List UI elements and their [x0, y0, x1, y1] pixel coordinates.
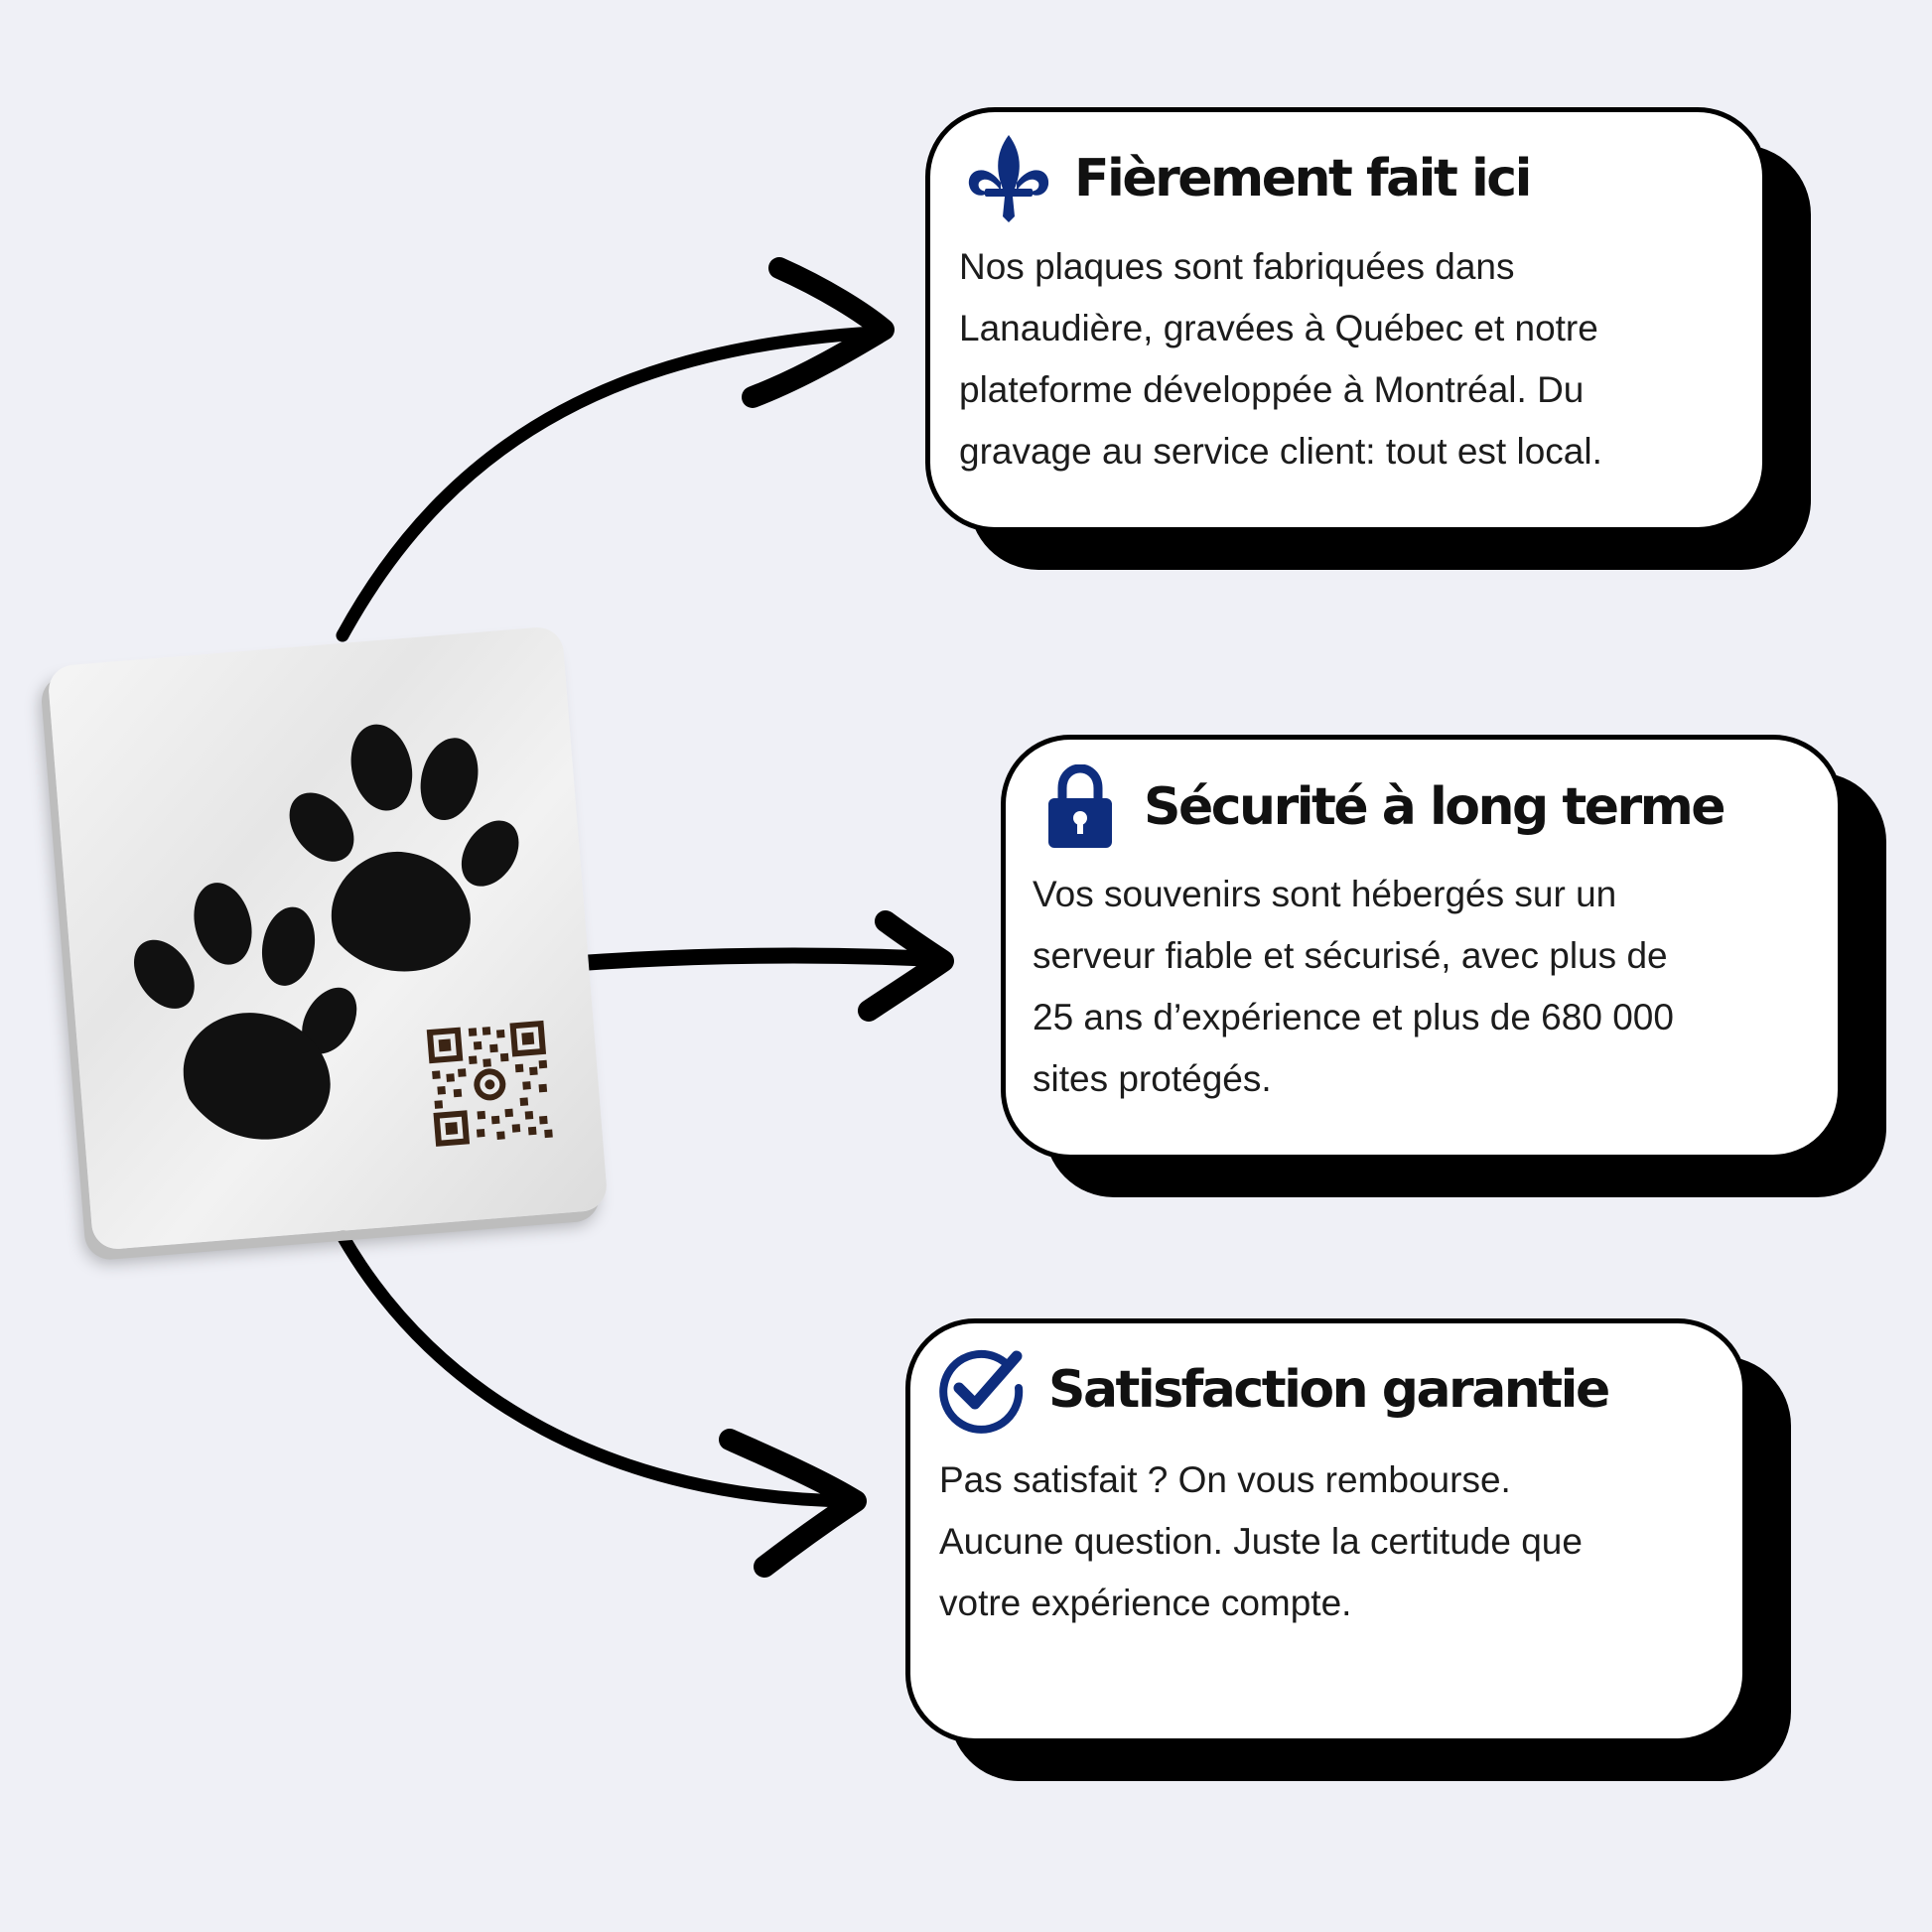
feature-card-security: Sécurité à long terme Vos souvenirs sont…: [1001, 735, 1886, 1197]
padlock-icon: [1044, 764, 1116, 850]
card-face: [1001, 735, 1843, 1160]
card-title: Fièrement fait ici: [1074, 149, 1532, 208]
card-text: Vos souvenirs sont hébergés sur un serve…: [1033, 874, 1674, 1099]
checkmark-circle-icon: [935, 1344, 1027, 1436]
feature-card-made-here: Fièrement fait ici Nos plaques sont fabr…: [925, 107, 1811, 570]
arrowhead-top: [742, 257, 895, 408]
card-text: Nos plaques sont fabriquées dans Lanaudi…: [959, 246, 1602, 472]
card-title: Satisfaction garantie: [1048, 1360, 1610, 1420]
fleur-de-lis-icon: [965, 133, 1052, 224]
arrow-to-satisfaction: [336, 1229, 861, 1508]
card-face: [925, 107, 1767, 532]
card-title: Sécurité à long terme: [1144, 777, 1726, 837]
feature-card-satisfaction: Satisfaction garantie Pas satisfait ? On…: [905, 1318, 1791, 1781]
arrowhead-middle: [858, 910, 954, 1022]
pet-plaque: [47, 625, 609, 1251]
arrowhead-bottom: [719, 1429, 867, 1578]
qr-code-icon: [426, 1020, 553, 1147]
arrow-to-security: [573, 947, 946, 971]
paw-print-icon: [133, 883, 357, 1140]
card-face: [905, 1318, 1747, 1743]
arrow-to-made-here: [336, 326, 881, 642]
card-text: Pas satisfait ? On vous rembourse. Aucun…: [939, 1459, 1583, 1623]
plaque-surface: [47, 625, 609, 1251]
paw-print-icon: [289, 724, 519, 972]
